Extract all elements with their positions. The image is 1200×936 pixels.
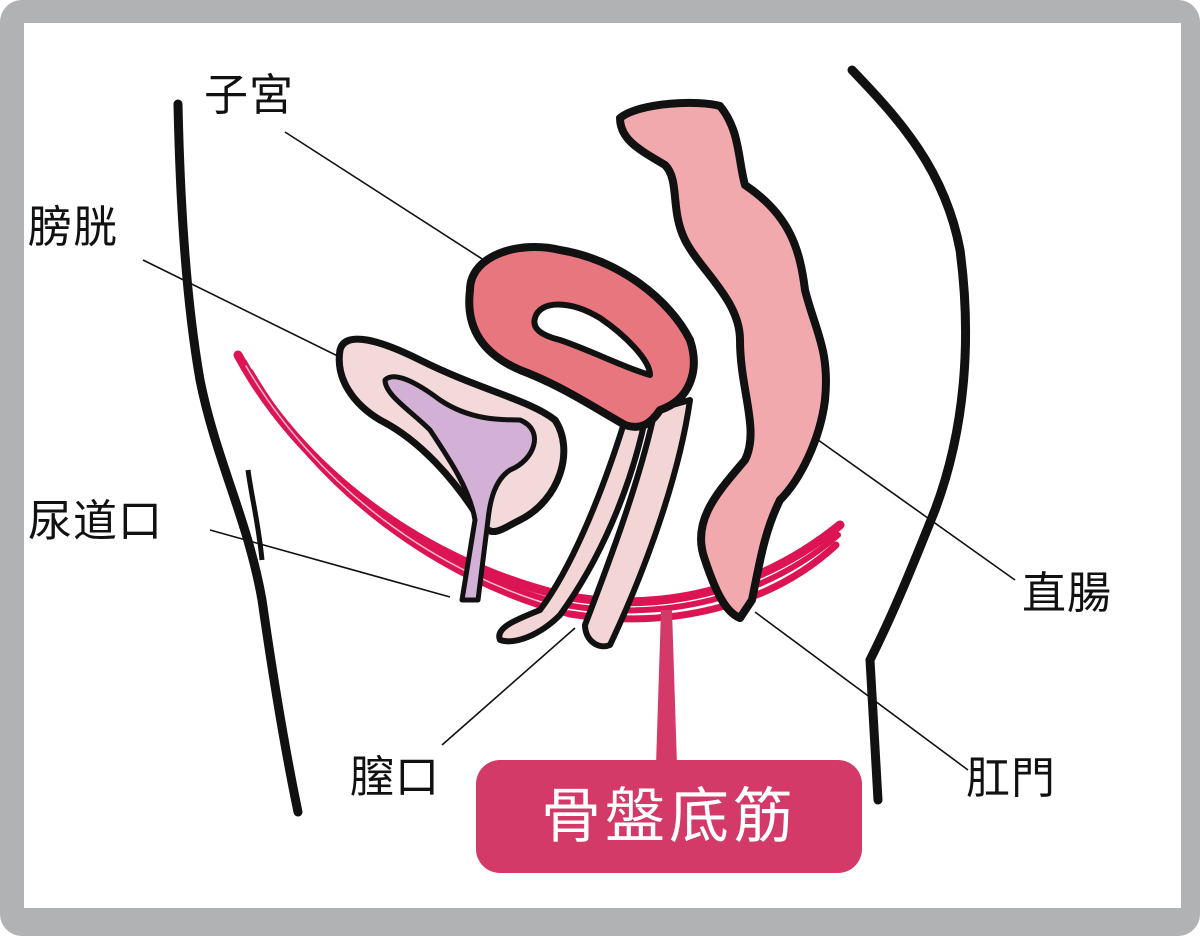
rectum-shape: [616, 98, 830, 622]
vagina-shape: [496, 397, 693, 650]
callout-pointer: [656, 610, 677, 765]
leader-lines: [142, 131, 1016, 771]
bladder-inner-shape: [382, 374, 537, 603]
right-body-outline: [847, 65, 971, 805]
left-body-outline: [173, 99, 303, 817]
label-urethral-opening: 尿道口: [28, 496, 163, 547]
label-rectum: 直腸: [1022, 568, 1112, 619]
pelvic-floor-muscles-callout: 骨盤底筋: [476, 760, 862, 873]
callout-text: 骨盤底筋: [541, 781, 797, 852]
uterine-cavity: [531, 301, 653, 378]
label-uterus: 子宮: [204, 70, 294, 121]
label-bladder: 膀胱: [28, 202, 118, 253]
label-anus: 肛門: [966, 753, 1056, 804]
label-vaginal-opening: 膣口: [350, 752, 440, 803]
